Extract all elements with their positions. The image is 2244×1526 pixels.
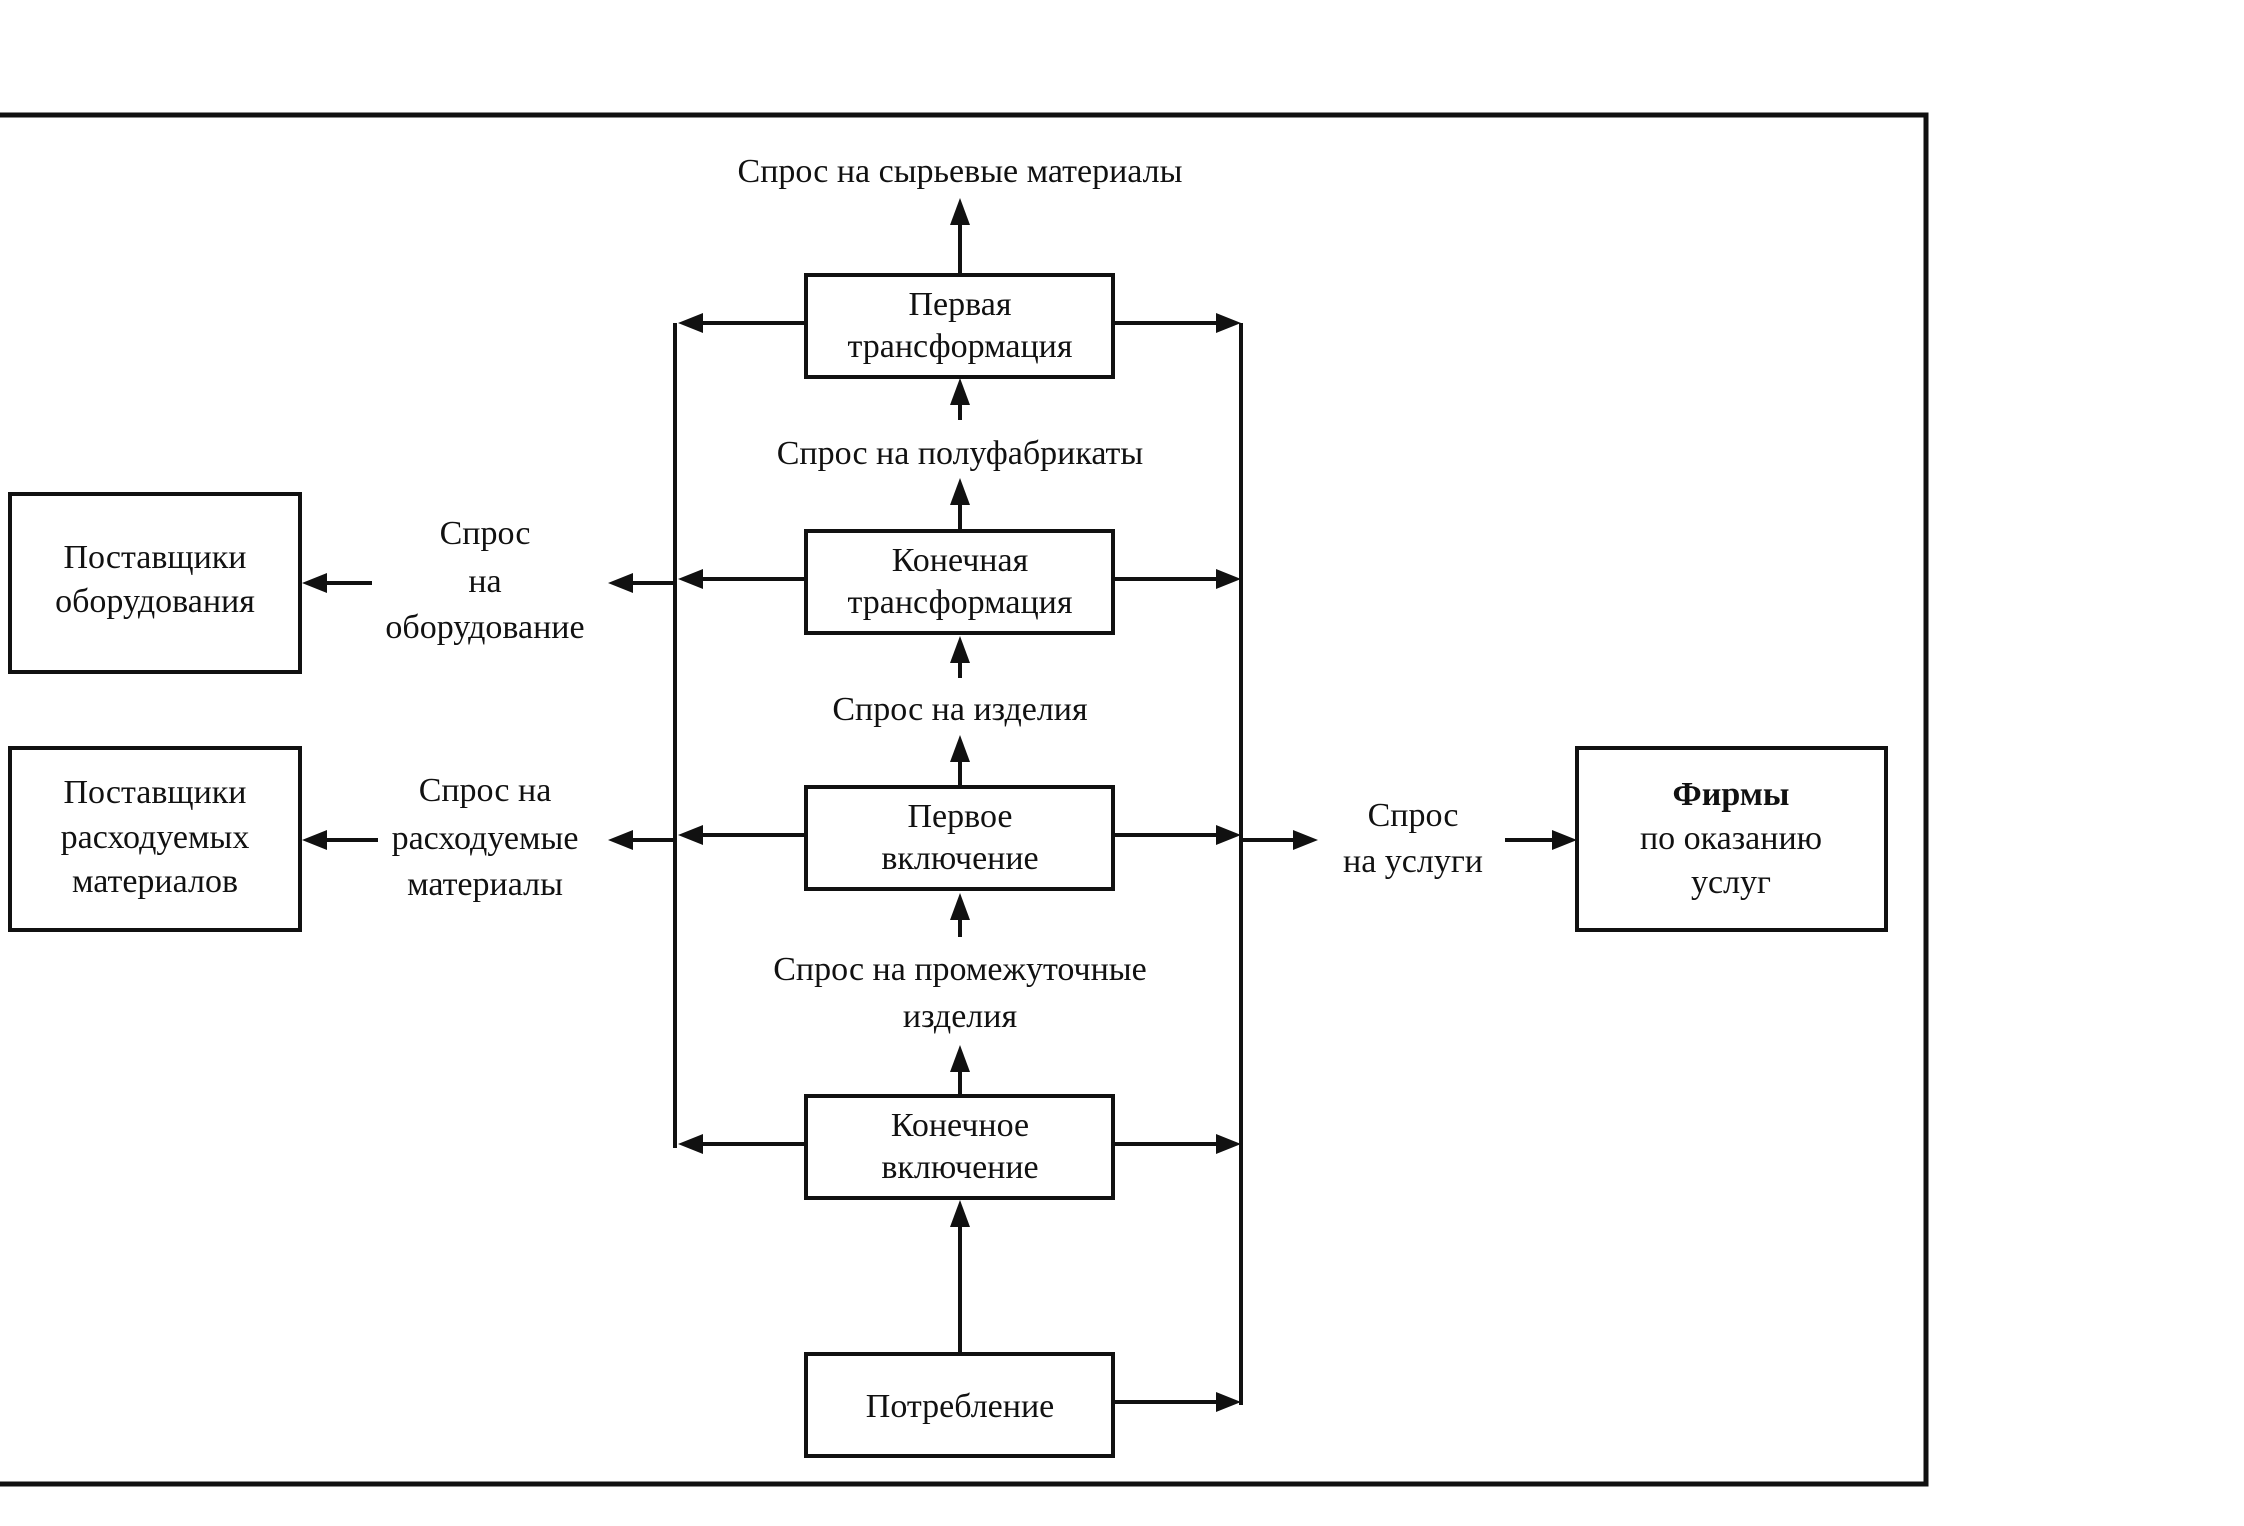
arrowhead-right-icon	[1216, 1134, 1241, 1154]
box-first-transformation	[804, 273, 1115, 379]
box-final-inclusion-text: Конечное	[891, 1107, 1029, 1144]
box-final-transformation	[804, 529, 1115, 635]
outer-frame	[0, 112, 1929, 1487]
svg-text:Фирмы: Фирмы	[1673, 776, 1790, 813]
box-first-inclusion-text: Первое	[908, 798, 1013, 835]
box-consumption	[804, 1352, 1115, 1458]
arrowhead-right-icon	[1216, 825, 1241, 845]
box-equipment-suppliers-text: Поставщики оборудования	[55, 539, 255, 620]
box-service-firms-text: Фирмы по оказанию услуг	[1640, 776, 1822, 901]
arrowhead-right-icon	[1293, 830, 1318, 850]
box-consumables-suppliers-text: Поставщики расходуемых материалов	[61, 774, 250, 900]
arrowhead-up-icon	[950, 1200, 970, 1227]
box-first-transformation-text: Первая	[909, 286, 1012, 323]
arrowhead-up-icon	[950, 1045, 970, 1072]
arrowhead-right-icon	[1216, 313, 1241, 333]
svg-text:на услуги: на услуги	[1343, 843, 1483, 880]
box-consumables-suppliers	[8, 746, 302, 932]
arrowhead-up-icon	[950, 636, 970, 663]
svg-text:Поставщики: Поставщики	[64, 539, 247, 576]
arrowhead-left-icon	[678, 825, 703, 845]
svg-text:Спрос: Спрос	[440, 515, 531, 552]
arrowhead-right-icon	[1216, 569, 1241, 589]
arrowhead-up-icon	[950, 893, 970, 920]
arrowhead-left-icon	[302, 573, 327, 593]
svg-text:Спрос на: Спрос на	[419, 772, 552, 809]
arrowhead-up-icon	[950, 735, 970, 762]
arrowhead-left-icon	[302, 830, 327, 850]
arrowhead-up-icon	[950, 478, 970, 505]
svg-text:оборудование: оборудование	[385, 609, 584, 646]
svg-text:Спрос на промежуточные: Спрос на промежуточные	[773, 951, 1147, 988]
label-services-demand: Спрос на услуги	[1343, 797, 1483, 880]
arrowhead-right-icon	[1216, 1392, 1241, 1412]
svg-text:по оказанию: по оказанию	[1640, 820, 1822, 857]
arrowhead-left-icon	[678, 569, 703, 589]
svg-text:на: на	[468, 563, 501, 600]
box-first-inclusion-text: включение	[881, 840, 1038, 877]
svg-text:материалов: материалов	[72, 863, 238, 900]
arrowhead-up-icon	[950, 198, 970, 225]
svg-text:изделия: изделия	[903, 998, 1018, 1035]
arrowhead-up-icon	[950, 378, 970, 405]
label-semifinished-demand: Спрос на полуфабрикаты	[777, 435, 1144, 472]
arrowhead-left-icon	[678, 1134, 703, 1154]
label-raw-materials-demand: Спрос на сырьевые материалы	[738, 153, 1183, 190]
box-first-transformation-text: трансформация	[848, 328, 1073, 365]
box-final-inclusion-text: включение	[881, 1149, 1038, 1186]
box-consumption-text: Потребление	[866, 1388, 1054, 1425]
label-equipment-demand: Спрос на оборудование	[385, 515, 584, 646]
svg-text:расходуемых: расходуемых	[61, 819, 250, 856]
box-service-firms	[1575, 746, 1888, 932]
svg-text:Поставщики: Поставщики	[64, 774, 247, 811]
box-equipment-suppliers	[8, 492, 302, 674]
arrowhead-left-icon	[608, 830, 633, 850]
label-consumables-demand: Спрос на расходуемые материалы	[392, 772, 579, 903]
label-intermediate-products-demand: Спрос на промежуточные изделия	[773, 951, 1147, 1035]
svg-text:материалы: материалы	[407, 866, 563, 903]
label-products-demand: Спрос на изделия	[832, 691, 1088, 728]
arrowhead-right-icon	[1552, 830, 1577, 850]
svg-text:услуг: услуг	[1691, 864, 1771, 901]
box-final-transformation-text: Конечная	[892, 542, 1029, 579]
arrowhead-left-icon	[678, 313, 703, 333]
arrowhead-left-icon	[608, 573, 633, 593]
svg-text:расходуемые: расходуемые	[392, 820, 579, 857]
box-first-inclusion	[804, 785, 1115, 891]
box-final-transformation-text: трансформация	[848, 584, 1073, 621]
svg-text:оборудования: оборудования	[55, 583, 255, 620]
svg-text:Спрос: Спрос	[1368, 797, 1459, 834]
